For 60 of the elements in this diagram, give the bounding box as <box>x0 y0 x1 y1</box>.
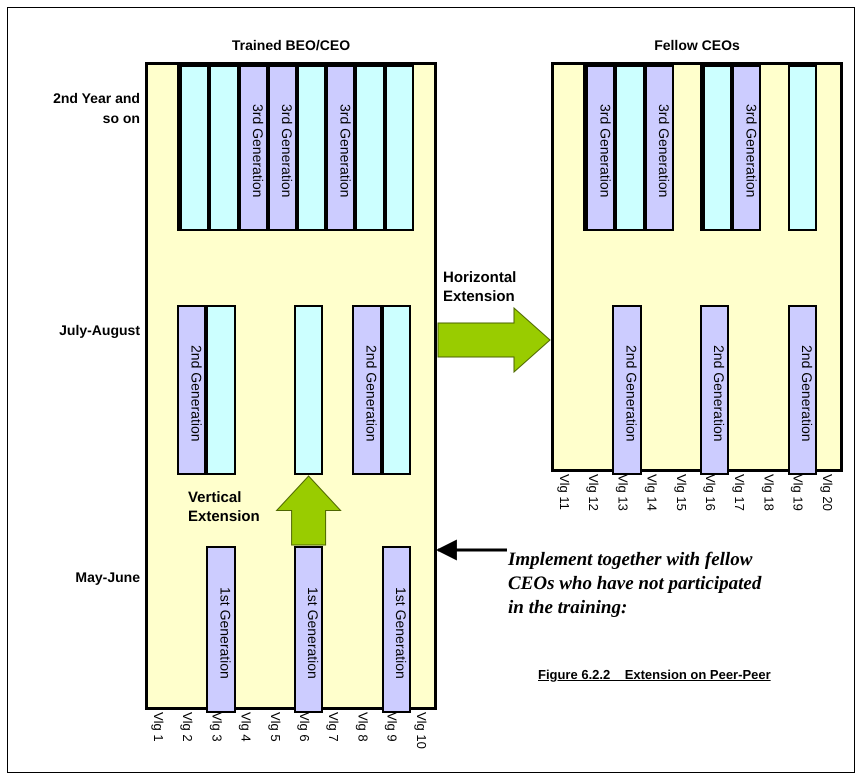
generation-strip: 2nd Generation <box>177 305 206 475</box>
block-arrow <box>275 475 342 546</box>
village-label: Vlg 9 <box>384 712 400 742</box>
generation-strip: 3rd Generation <box>238 65 268 231</box>
row-label: May-June <box>74 569 140 585</box>
empty-strip <box>788 65 817 231</box>
empty-strip <box>180 65 210 231</box>
village-label: Vlg 2 <box>180 712 196 742</box>
village-label: Vlg 5 <box>268 712 283 742</box>
panel-title: Fellow CEOs <box>653 37 741 53</box>
strip-group <box>700 62 758 231</box>
village-label: Vlg 17 <box>732 474 748 511</box>
village-label: Vlg 14 <box>644 474 660 511</box>
generation-strip: 1st Generation <box>206 546 236 713</box>
generation-strip: 1st Generation <box>294 546 324 713</box>
row-label: 2nd Year and so on <box>52 89 140 128</box>
village-label: Vlg 15 <box>674 474 689 511</box>
village-label: Vlg 13 <box>615 474 630 511</box>
empty-strip <box>384 65 414 231</box>
block-arrow <box>438 306 551 374</box>
empty-strip <box>296 65 326 231</box>
edge-label: Horizontal Extension <box>443 268 518 306</box>
generation-strip: 1st Generation <box>382 546 411 713</box>
strip-group <box>583 62 671 231</box>
empty-strip <box>206 305 236 475</box>
note-text: Implement together with fellow CEOs who have not participated in the training: <box>508 548 780 648</box>
village-label: Vlg 1 <box>151 712 166 742</box>
empty-strip <box>355 65 385 231</box>
generation-strip: 3rd Generation <box>732 65 762 231</box>
generation-strip: 2nd Generation <box>612 305 642 475</box>
village-label: Vlg 8 <box>355 712 370 742</box>
edge-label: Vertical Extension <box>188 488 261 526</box>
empty-strip <box>382 305 411 475</box>
empty-strip <box>615 65 645 231</box>
panel-title: Trained BEO/CEO <box>230 37 352 53</box>
figure-caption: Figure 6.2.2 Extension on Peer-Peer <box>538 667 771 682</box>
row-label: July-August <box>58 322 140 338</box>
village-label: Vlg 6 <box>297 712 312 742</box>
generation-strip: 2nd Generation <box>352 305 382 475</box>
village-label: Vlg 12 <box>586 474 602 511</box>
village-label: Vlg 10 <box>414 712 429 749</box>
empty-strip <box>209 65 239 231</box>
village-label: Vlg 4 <box>238 712 254 742</box>
village-label: Vlg 19 <box>790 474 806 511</box>
empty-strip <box>703 65 732 231</box>
village-label: Vlg 11 <box>557 474 572 510</box>
generation-strip: 3rd Generation <box>644 65 674 231</box>
village-label: Vlg 20 <box>820 474 835 511</box>
generation-strip: 3rd Generation <box>586 65 616 231</box>
generation-strip: 2nd Generation <box>788 305 817 475</box>
village-label: Vlg 3 <box>209 712 224 742</box>
strip-group <box>177 62 411 231</box>
arrow <box>436 540 507 560</box>
village-label: Vlg 16 <box>703 474 718 511</box>
village-label: Vlg 7 <box>326 712 342 742</box>
empty-strip <box>294 305 324 475</box>
generation-strip: 3rd Generation <box>326 65 356 231</box>
generation-strip: 2nd Generation <box>700 305 730 475</box>
village-label: Vlg 18 <box>761 474 776 511</box>
generation-strip: 3rd Generation <box>268 65 297 231</box>
